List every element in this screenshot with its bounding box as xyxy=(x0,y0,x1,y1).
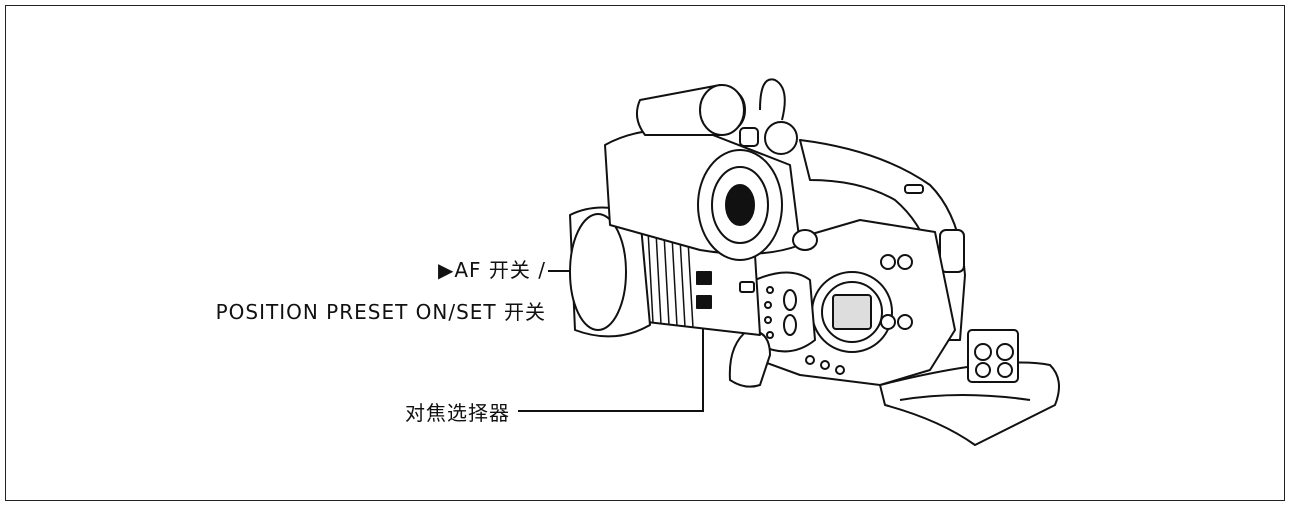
camcorder-icon xyxy=(569,78,1060,446)
shoulder-pad xyxy=(879,361,1060,446)
callout-focus-selector: 对焦选择器 xyxy=(405,401,510,425)
mic-cable xyxy=(759,78,786,121)
diagram-frame xyxy=(5,5,1285,501)
focus-selector-switch xyxy=(696,295,712,309)
hand-strap xyxy=(728,329,771,388)
focus-selector-leader xyxy=(518,302,704,412)
callout-af-switch-line1: ▶AF 开关 / xyxy=(437,258,546,282)
af-switch xyxy=(696,271,712,285)
callout-af-switch-line2: POSITION PRESET ON/SET 开关 xyxy=(215,300,546,324)
